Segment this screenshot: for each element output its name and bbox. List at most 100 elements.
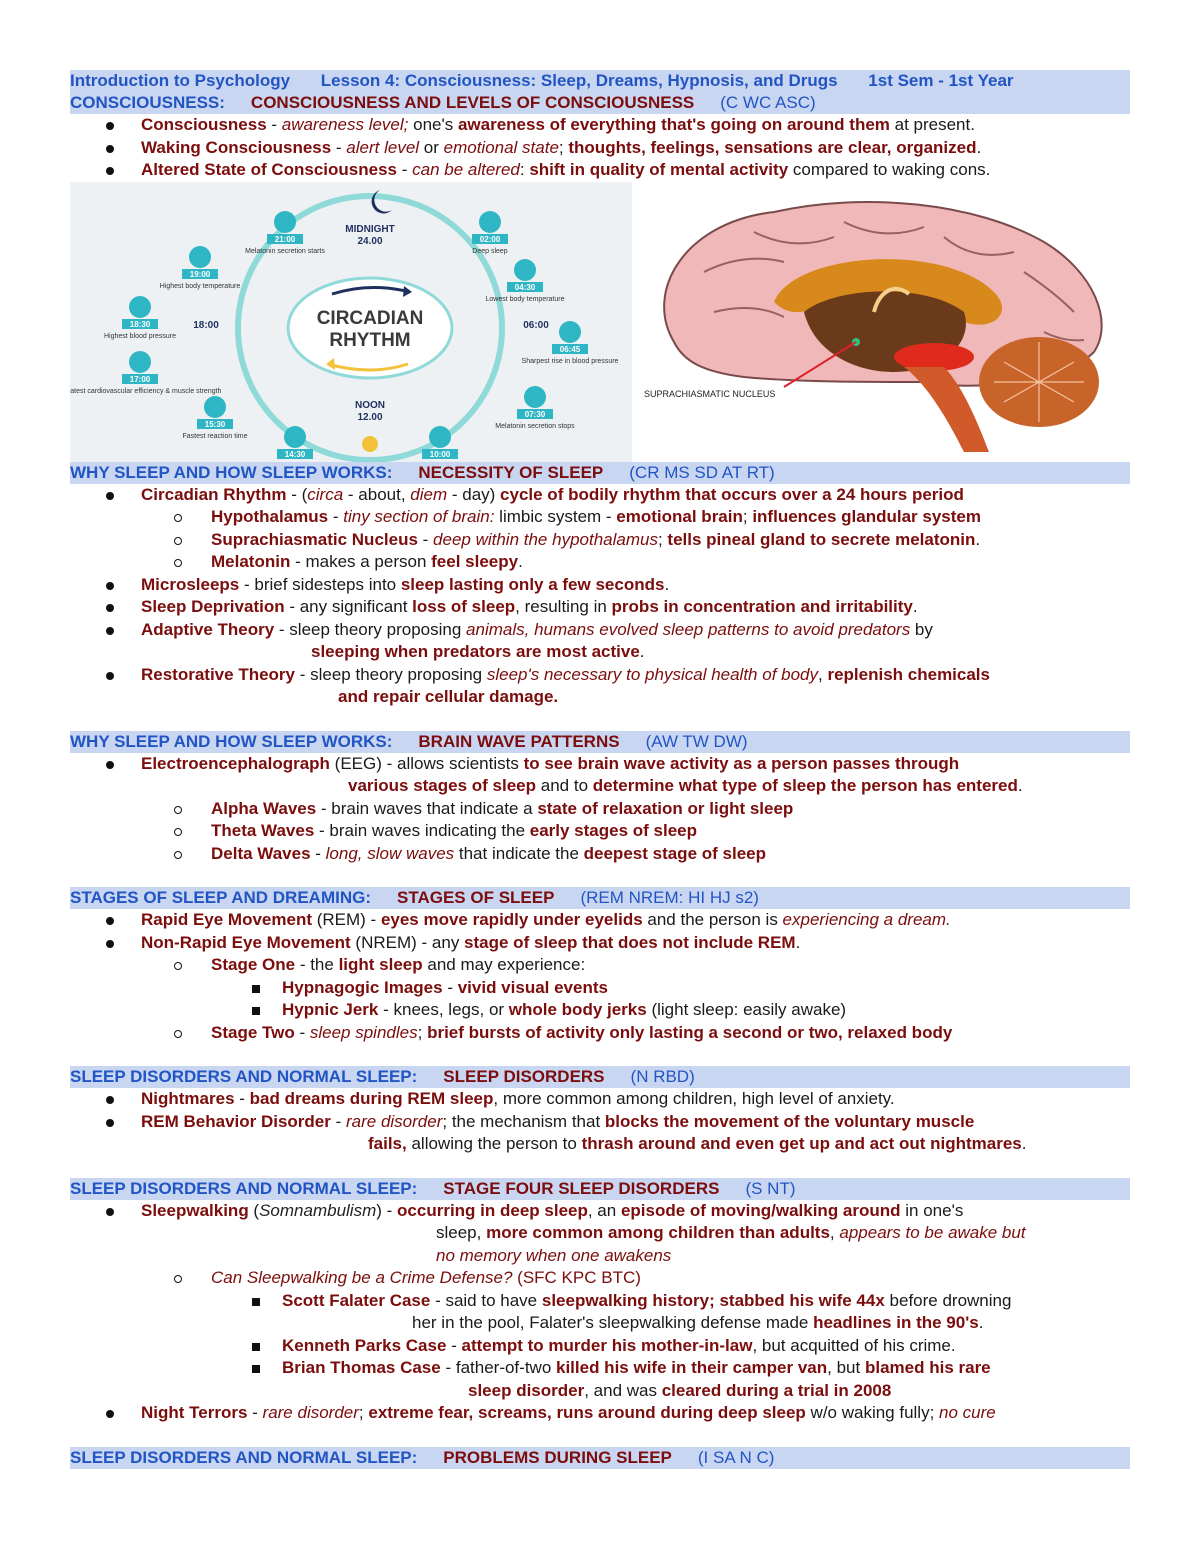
- figures-row: MIDNIGHT 24.00 NOON 12.00 18:00 06:00 CI…: [59, 181, 1130, 470]
- stages-list: Rapid Eye Movement (REM) - eyes move rap…: [70, 909, 1130, 1044]
- list-item: Sleepwalking (Somnambulism) - occurring …: [70, 1200, 1130, 1223]
- bullet-icon: [106, 167, 114, 175]
- list-item: Stage Two - sleep spindles; brief bursts…: [70, 1022, 1130, 1045]
- list-item: Waking Consciousness - alert level or em…: [70, 137, 1130, 160]
- event-label: Melatonin secretion stops: [495, 423, 575, 430]
- event-label: Deep sleep: [472, 248, 508, 255]
- section-header-necessity: WHY SLEEP AND HOW SLEEP WORKS:NECESSITY …: [70, 461, 1130, 484]
- list-item: Altered State of Consciousness - can be …: [70, 159, 1130, 182]
- stage-four-list: Sleepwalking (Somnambulism) - occurring …: [70, 1200, 1130, 1425]
- list-item: Alpha Waves - brain waves that indicate …: [70, 798, 1130, 821]
- event-icon: [189, 245, 211, 268]
- list-item: Microsleeps - brief sidesteps into sleep…: [70, 574, 1130, 597]
- brain-diagram: SUPRACHIASMATIC NUCLEUS: [644, 181, 1130, 462]
- event-icon: [129, 350, 151, 373]
- circle-bullet-icon: [174, 536, 182, 545]
- event-label: Greatest cardiovascular efficiency & mus…: [70, 388, 222, 395]
- list-item: Consciousness - awareness level; one's a…: [70, 114, 1130, 137]
- evening-time: 18:00: [193, 320, 219, 331]
- list-item: Stage One - the light sleep and may expe…: [70, 954, 1130, 977]
- event-label: Fastest reaction time: [183, 433, 248, 440]
- event-icon: [274, 210, 296, 233]
- square-bullet-icon: [252, 984, 260, 993]
- event-icon: [524, 385, 546, 408]
- necessity-list: Circadian Rhythm - (circa - about, diem …: [70, 484, 1130, 709]
- event-time: 06:45: [560, 345, 581, 354]
- bullet-icon: [106, 939, 114, 948]
- event-time: 07:30: [525, 410, 546, 419]
- event-time: 19:00: [190, 270, 211, 279]
- event-icon: [129, 295, 151, 318]
- list-item: Nightmares - bad dreams during REM sleep…: [70, 1088, 1130, 1111]
- bullet-icon: [106, 1410, 114, 1418]
- term-label: 1st Sem - 1st Year: [868, 71, 1014, 90]
- section-header-consciousness: CONSCIOUSNESS:CONSCIOUSNESS AND LEVELS O…: [70, 92, 1130, 114]
- bullet-icon: [106, 122, 114, 130]
- list-item: Sleep Deprivation - any significant loss…: [70, 596, 1130, 619]
- list-item: Rapid Eye Movement (REM) - eyes move rap…: [70, 909, 1130, 932]
- course-title: Introduction to Psychology: [70, 71, 291, 90]
- list-item: Theta Waves - brain waves indicating the…: [70, 820, 1130, 843]
- event-label: Melatonin secretion starts: [245, 248, 325, 255]
- morning-time: 06:00: [523, 320, 549, 331]
- lesson-title: Lesson 4: Consciousness: Sleep, Dreams, …: [320, 71, 838, 90]
- list-item: Electroencephalograph (EEG) - allows sci…: [70, 753, 1130, 776]
- noon-label: NOON: [355, 400, 385, 411]
- event-icon: [429, 425, 451, 448]
- event-time: 02:00: [480, 235, 501, 244]
- event-icon: [514, 258, 536, 281]
- square-bullet-icon: [252, 1342, 260, 1351]
- list-item: REM Behavior Disorder - rare disorder; t…: [70, 1111, 1130, 1134]
- event-time: 18:30: [130, 320, 151, 329]
- document-page: Introduction to Psychology Lesson 4: Con…: [59, 70, 1130, 1469]
- event-icon: [284, 425, 306, 448]
- circle-bullet-icon: [174, 850, 182, 859]
- list-item: Night Terrors - rare disorder; extreme f…: [70, 1402, 1130, 1425]
- scn-label: SUPRACHIASMATIC NUCLEUS: [644, 389, 775, 399]
- circle-bullet-icon: [174, 805, 182, 814]
- event-time: 21:00: [275, 235, 296, 244]
- list-item: Hypothalamus - tiny section of brain: li…: [70, 506, 1130, 529]
- section-header-problems: SLEEP DISORDERS AND NORMAL SLEEP:PROBLEM…: [70, 1446, 1130, 1469]
- list-item: Kenneth Parks Case - attempt to murder h…: [70, 1335, 1130, 1358]
- event-time: 17:00: [130, 375, 151, 384]
- list-item: Restorative Theory - sleep theory propos…: [70, 664, 1130, 687]
- list-item: Circadian Rhythm - (circa - about, diem …: [70, 484, 1130, 507]
- bullet-icon: [106, 1118, 114, 1127]
- list-item: Hypnic Jerk - knees, legs, or whole body…: [70, 999, 1130, 1022]
- list-item: Non-Rapid Eye Movement (NREM) - any stag…: [70, 932, 1130, 955]
- circle-bullet-icon: [174, 559, 182, 567]
- list-item: Can Sleepwalking be a Crime Defense? (SF…: [70, 1267, 1130, 1290]
- bullet-icon: [106, 626, 114, 635]
- bullet-icon: [106, 144, 114, 153]
- section-header-stages: STAGES OF SLEEP AND DREAMING:STAGES OF S…: [70, 887, 1130, 909]
- midbrain: [894, 342, 974, 371]
- midnight-time: 24.00: [357, 236, 382, 247]
- sleep-disorders-list: Nightmares - bad dreams during REM sleep…: [70, 1088, 1130, 1156]
- event-label: Lowest body temperature: [486, 296, 565, 303]
- circle-bullet-icon: [174, 828, 182, 836]
- event-time: 15:30: [205, 420, 226, 429]
- sun-icon: [362, 435, 378, 452]
- event-icon: [479, 210, 501, 233]
- circadian-title-1: CIRCADIAN: [317, 308, 424, 329]
- square-bullet-icon: [252, 1365, 260, 1373]
- event-label: Sharpest rise in blood pressure: [522, 358, 619, 365]
- circle-bullet-icon: [174, 1029, 182, 1038]
- midnight-label: MIDNIGHT: [345, 224, 394, 235]
- list-item: Suprachiasmatic Nucleus - deep within th…: [70, 529, 1130, 552]
- circadian-rhythm-figure: MIDNIGHT 24.00 NOON 12.00 18:00 06:00 CI…: [59, 181, 632, 470]
- noon-time: 12.00: [357, 412, 382, 423]
- bullet-icon: [106, 491, 114, 500]
- event-icon: [559, 320, 581, 343]
- section-header-brain-waves: WHY SLEEP AND HOW SLEEP WORKS:BRAIN WAVE…: [70, 730, 1130, 753]
- event-icon: [204, 395, 226, 418]
- section-header-stage-four: SLEEP DISORDERS AND NORMAL SLEEP:STAGE F…: [70, 1177, 1130, 1200]
- bullet-icon: [106, 760, 114, 769]
- event-label: Highest blood pressure: [104, 333, 176, 340]
- event-time: 14:30: [285, 450, 306, 459]
- brain-waves-list: Electroencephalograph (EEG) - allows sci…: [70, 753, 1130, 866]
- bullet-icon: [106, 671, 114, 680]
- circle-bullet-icon: [174, 1275, 182, 1283]
- circadian-title-2: RHYTHM: [329, 330, 410, 351]
